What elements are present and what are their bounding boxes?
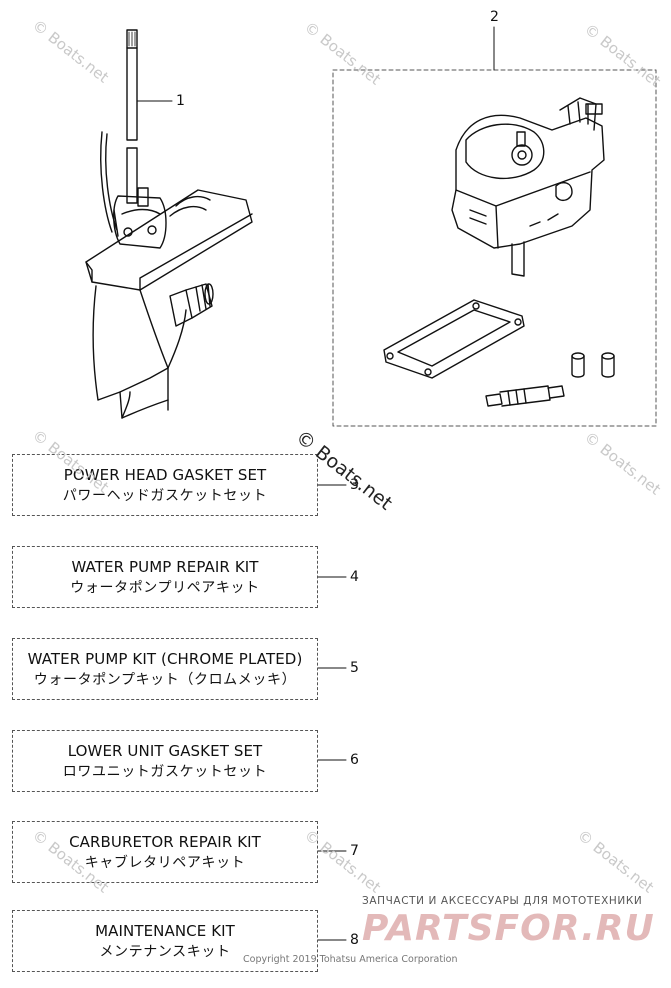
kit-name-jp: ウォータポンプリペアキット xyxy=(70,579,260,596)
kit-name-en: WATER PUMP KIT (CHROME PLATED) xyxy=(27,649,303,668)
power-head-part-2[interactable] xyxy=(451,97,605,277)
callout-1[interactable]: 1 xyxy=(176,93,185,109)
partsfor-logo: PARTSFOR.RU xyxy=(362,908,655,949)
callout-2[interactable]: 2 xyxy=(490,9,499,25)
kit-name-jp: キャブレタリペアキット xyxy=(84,854,246,871)
kit-name-en: POWER HEAD GASKET SET xyxy=(63,465,267,484)
spark-plug[interactable] xyxy=(485,385,565,407)
kit-name-jp: パワーヘッドガスケットセット xyxy=(62,487,268,504)
kit-water-pump-kit-chrome-plated[interactable]: WATER PUMP KIT (CHROME PLATED) ウォータポンプキッ… xyxy=(12,638,318,700)
callout-5[interactable]: 5 xyxy=(350,660,359,676)
copyright-notice: Copyright 2019 Tohatsu America Corporati… xyxy=(243,954,458,965)
power-head-gasket[interactable] xyxy=(383,299,525,379)
callout-4[interactable]: 4 xyxy=(350,569,359,585)
kit-maintenance-kit[interactable]: MAINTENANCE KIT メンテナンスキット xyxy=(12,910,318,972)
lower-unit-gearcase[interactable] xyxy=(85,131,253,419)
kit-water-pump-repair-kit[interactable]: WATER PUMP REPAIR KIT ウォータポンプリペアキット xyxy=(12,546,318,608)
kit-name-jp: ウォータポンプキット（クロムメッキ） xyxy=(33,671,297,688)
kit-name-en: WATER PUMP REPAIR KIT xyxy=(71,557,259,576)
dowel-pins[interactable] xyxy=(571,352,615,378)
kit-name-en: CARBURETOR REPAIR KIT xyxy=(69,832,261,851)
callout-7[interactable]: 7 xyxy=(350,843,359,859)
kit-name-en: LOWER UNIT GASKET SET xyxy=(67,741,263,760)
kit-name-en: MAINTENANCE KIT xyxy=(95,921,235,940)
kit-name-jp: ロワユニットガスケットセット xyxy=(62,763,268,780)
kit-name-jp: メンテナンスキット xyxy=(99,943,231,960)
kit-carburetor-repair-kit[interactable]: CARBURETOR REPAIR KIT キャブレタリペアキット xyxy=(12,821,318,883)
callout-6[interactable]: 6 xyxy=(350,752,359,768)
callout-8[interactable]: 8 xyxy=(350,932,359,948)
callout-3[interactable]: 3 xyxy=(350,477,359,493)
kit-lower-unit-gasket-set[interactable]: LOWER UNIT GASKET SET ロワユニットガスケットセット xyxy=(12,730,318,792)
kit-power-head-gasket-set[interactable]: POWER HEAD GASKET SET パワーヘッドガスケットセット xyxy=(12,454,318,516)
drive-shaft-part-1[interactable] xyxy=(126,29,138,204)
promo-text: ЗАПЧАСТИ И АКСЕССУАРЫ ДЛЯ МОТОТЕХНИКИ xyxy=(362,895,643,907)
